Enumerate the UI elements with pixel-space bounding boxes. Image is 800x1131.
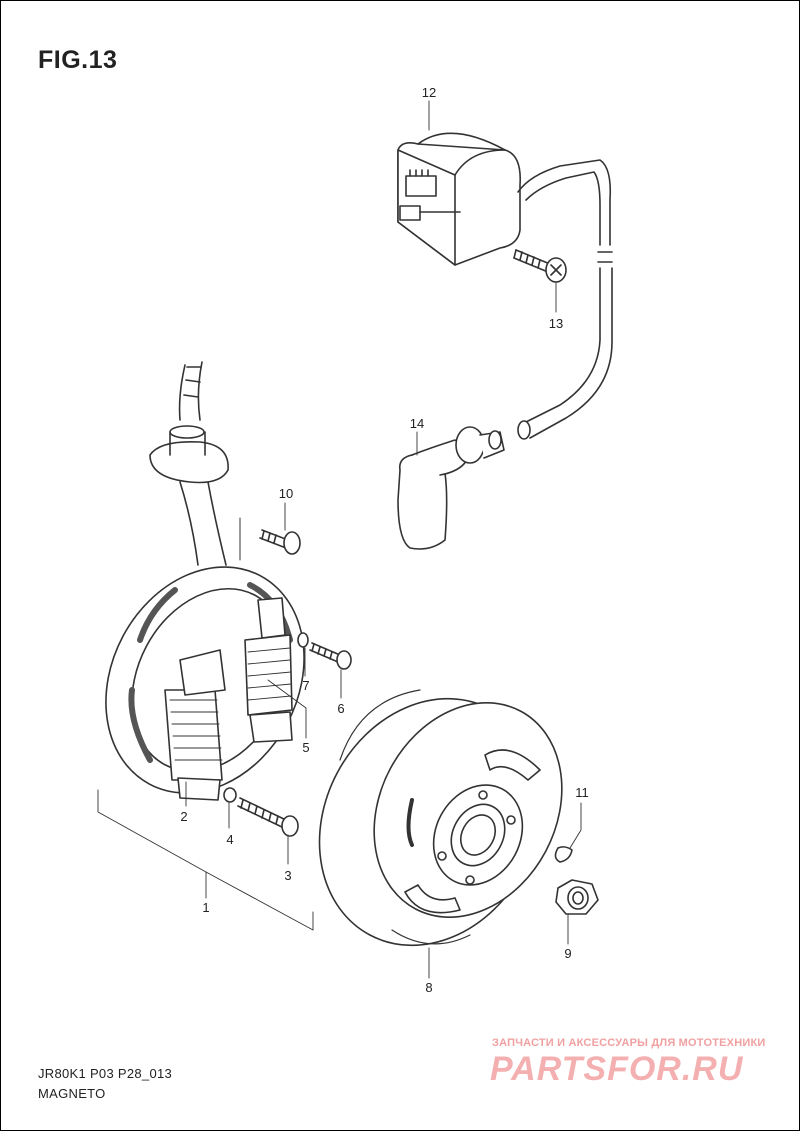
ignition-coil: [397, 132, 613, 440]
callout-14: 14: [410, 416, 424, 431]
callout-2: 2: [180, 809, 187, 824]
callout-labels: 1 2 3 4 5 6 7 8 9 10 11 12 13 14: [180, 85, 588, 995]
spark-plug-cap: [397, 426, 505, 550]
flywheel-rotor: [318, 689, 563, 947]
screw-10: [239, 517, 301, 561]
callout-5: 5: [302, 740, 309, 755]
callout-11: 11: [575, 785, 589, 800]
flywheel-nut: [555, 879, 599, 915]
diagram-name: MAGNETO: [38, 1086, 106, 1101]
callout-6: 6: [337, 701, 344, 716]
diagram-code: JR80K1 P03 P28_013: [38, 1066, 173, 1081]
callout-4: 4: [226, 832, 233, 847]
callout-1: 1: [202, 900, 209, 915]
callout-3: 3: [284, 868, 291, 883]
leader-lines: [97, 100, 582, 979]
figure-title: FIG.13: [38, 46, 118, 74]
callout-12: 12: [422, 85, 436, 100]
washer-4: [223, 787, 237, 803]
washer-7: [297, 632, 309, 648]
woodruff-key: [554, 846, 573, 863]
watermark-tagline: ЗАПЧАСТИ И АКСЕССУАРЫ ДЛЯ МОТОТЕХНИКИ: [492, 1037, 766, 1049]
stator-wire-grommet: [149, 361, 229, 566]
coil-screw: [513, 249, 567, 283]
callout-9: 9: [564, 946, 571, 961]
watermark-logo: PARTSFOR.RU: [490, 1050, 744, 1088]
screw-6: [309, 642, 352, 670]
stator-plate: [105, 566, 305, 801]
callout-7: 7: [302, 678, 309, 693]
callout-8: 8: [425, 980, 432, 995]
callout-13: 13: [549, 316, 563, 331]
callout-10: 10: [279, 486, 293, 501]
screw-3: [237, 797, 299, 837]
